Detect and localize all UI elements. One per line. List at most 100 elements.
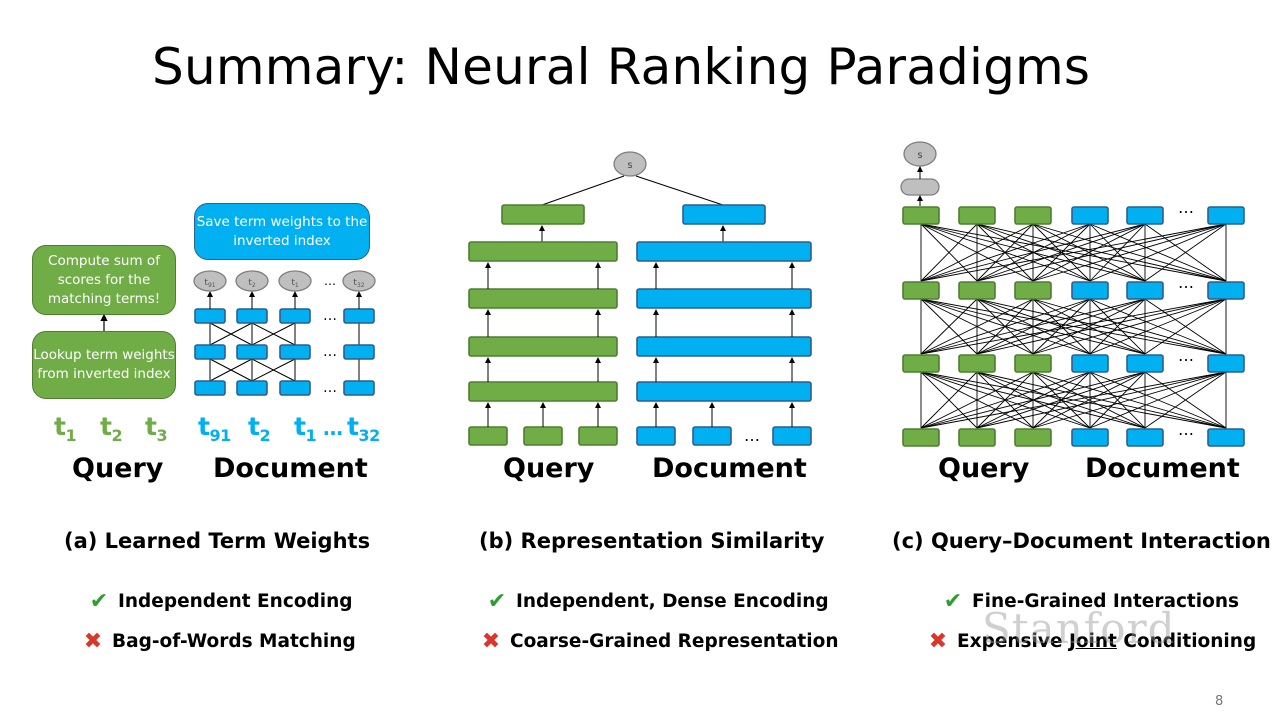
connection-line — [920, 223, 1034, 282]
connection-line — [1032, 223, 1146, 282]
query-token-node — [958, 354, 996, 373]
slide-title: Summary: Neural Ranking Paradigms — [152, 38, 1091, 96]
cross-icon: ✖ — [928, 629, 948, 654]
term-weight-label: t2 — [248, 278, 256, 289]
panel-a-con: ✖Bag-of-Words Matching — [80, 629, 356, 654]
document-token-node — [1207, 428, 1245, 447]
connection-line — [920, 223, 1146, 282]
doc-encoder-node — [236, 380, 268, 396]
panel-b-pro: ✔Independent, Dense Encoding — [484, 589, 829, 614]
connection-line — [541, 175, 625, 206]
check-icon: ✔ — [89, 589, 109, 614]
query-token-node — [523, 426, 563, 446]
document-token-node — [1071, 428, 1109, 447]
document-token-node — [1207, 354, 1245, 373]
panel-b-document-label: Document — [652, 453, 807, 484]
ellipsis-text: … — [323, 344, 337, 360]
panel-b-con-text: Coarse-Grained Representation — [510, 631, 839, 652]
term-weight-node — [193, 270, 227, 292]
connection-line — [976, 371, 1146, 429]
panel-c-diagram: …………s — [900, 141, 1245, 447]
ellipsis-text: … — [323, 380, 337, 396]
doc-encoder-node — [279, 380, 311, 396]
query-token-node — [902, 428, 940, 447]
doc-encoder-node — [343, 344, 375, 360]
connection-line — [1089, 371, 1146, 429]
compute-sum-callout: Compute sum of scores for the matching t… — [32, 245, 176, 315]
cross-icon: ✖ — [481, 629, 501, 654]
connection-line — [1089, 298, 1146, 355]
term-weight-label: t1 — [291, 278, 299, 289]
connection-line — [1144, 371, 1227, 429]
panel-b-query-label: Query — [503, 453, 595, 484]
panel-a-query-label: Query — [72, 453, 164, 484]
doc-encoder-node — [343, 308, 375, 324]
ellipsis-text: … — [1178, 273, 1194, 292]
connection-line — [920, 371, 1146, 429]
query-token-node — [902, 354, 940, 373]
query-token-t3: t3 — [145, 412, 168, 445]
connection-line — [920, 371, 1227, 429]
document-token-node — [1071, 206, 1109, 225]
query-token-node — [902, 206, 940, 225]
doc-encoder-node — [194, 380, 226, 396]
doc-token-t1: t1 — [294, 412, 317, 445]
connection-line — [920, 223, 978, 282]
query-token-node — [1014, 281, 1052, 300]
connection-line — [920, 371, 978, 429]
query-token-node — [1014, 428, 1052, 447]
connection-line — [635, 175, 724, 206]
pooling-node — [900, 178, 940, 196]
query-encoder-layer — [468, 241, 618, 262]
query-token-t1: t1 — [54, 412, 77, 445]
query-encoder-layer — [468, 336, 618, 357]
document-token-node — [1207, 206, 1245, 225]
ellipsis-text: … — [744, 426, 760, 445]
panel-c-con: ✖Expensive Joint Conditioning — [925, 629, 1256, 654]
document-token-node — [1126, 354, 1164, 373]
doc-encoder-node — [236, 344, 268, 360]
doc-encoder-node — [236, 308, 268, 324]
panel-b-con: ✖ Coarse-Grained Representation — [478, 629, 839, 654]
ellipsis-text: … — [323, 308, 337, 324]
doc-token-t32: t32 — [347, 412, 380, 445]
caption-query-document-interaction: (c) Query–Document Interaction — [892, 529, 1271, 553]
doc-token-t91: t91 — [198, 412, 231, 445]
caption-learned-term-weights: (a) Learned Term Weights — [64, 529, 371, 553]
doc-encoder-node — [279, 344, 311, 360]
connection-line — [209, 358, 253, 382]
check-icon: ✔ — [943, 589, 963, 614]
doc-encoder-node — [194, 344, 226, 360]
connection-line — [920, 298, 978, 355]
document-token-node — [772, 426, 812, 446]
query-encoder-layer — [468, 288, 618, 309]
connection-line — [976, 298, 1227, 355]
connection-line — [1032, 223, 1227, 282]
connection-line — [920, 298, 1146, 355]
query-token-node — [468, 426, 508, 446]
connection-line — [920, 298, 1227, 355]
panel-a-document-label: Document — [213, 453, 368, 484]
connection-line — [209, 322, 253, 346]
connection-line — [1032, 371, 1227, 429]
connection-line — [920, 223, 1227, 282]
query-token-node — [958, 281, 996, 300]
connection-line — [1144, 298, 1227, 355]
connection-line — [1089, 223, 1227, 282]
document-token-node — [636, 426, 676, 446]
connection-line — [251, 322, 296, 346]
term-weight-label: t32 — [353, 278, 364, 289]
term-weight-label: t91 — [204, 278, 215, 289]
connection-line — [1089, 371, 1227, 429]
document-encoder-layer — [636, 241, 812, 262]
query-token-node — [1014, 354, 1052, 373]
save-weights-callout: Save term weights to the inverted index — [194, 203, 370, 260]
document-token-node — [1071, 281, 1109, 300]
panel-b-pro-text: Independent, Dense Encoding — [516, 591, 829, 612]
score-label: s — [627, 160, 632, 171]
panel-c-pro: ✔Fine-Grained Interactions — [940, 589, 1239, 614]
document-pooled-vector — [682, 204, 766, 225]
term-weight-node — [278, 270, 312, 292]
document-token-node — [1126, 428, 1164, 447]
